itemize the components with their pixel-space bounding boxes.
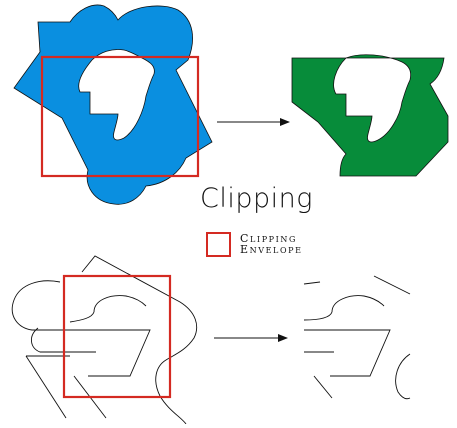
output-line-2: [373, 275, 411, 295]
diagram-title: Clipping: [200, 183, 313, 214]
legend-label-line1: Clipping: [240, 232, 298, 245]
input-polygon-group: [13, 4, 213, 205]
input-polygon: [13, 4, 213, 205]
output-line-7: [313, 375, 333, 399]
input-line-7: [93, 295, 147, 313]
clip-envelope-legend-swatch: [206, 232, 231, 257]
output-lines-group: [303, 275, 411, 400]
output-line-4: [303, 311, 333, 321]
input-line-1: [81, 255, 198, 425]
clip-envelope-lines: [62, 274, 172, 399]
clip-envelope: [40, 55, 200, 178]
legend-label: Clipping Envelope: [240, 233, 350, 255]
input-line-5: [25, 355, 67, 419]
input-line-3: [31, 327, 96, 353]
output-line-3: [331, 295, 385, 313]
output-line-1: [303, 281, 321, 285]
output-line-8: [395, 353, 411, 400]
input-line-2: [11, 280, 151, 377]
input-line-8: [69, 311, 95, 323]
output-polygon-group: [291, 54, 449, 177]
legend-label-line2: Envelope: [240, 243, 303, 256]
input-lines-group: [11, 255, 198, 425]
output-polygon: [291, 54, 449, 177]
output-line-5: [304, 329, 391, 377]
